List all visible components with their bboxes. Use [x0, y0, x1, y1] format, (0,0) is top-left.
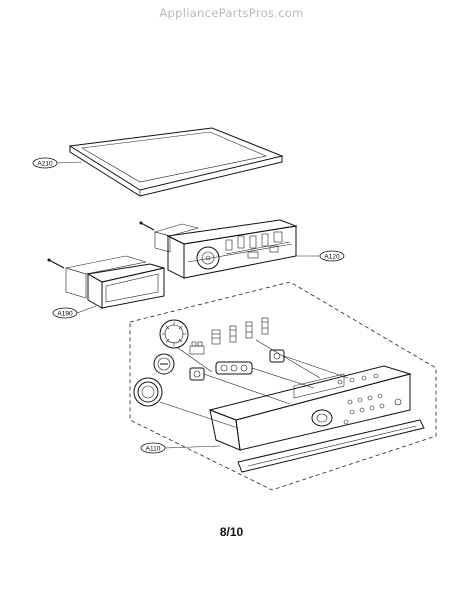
- callout-a210-label: A210: [37, 161, 53, 168]
- callout-a120-label: A120: [324, 254, 340, 261]
- watermark: AppliancePartsPros.com: [159, 6, 304, 20]
- callout-a190: A190: [52, 305, 97, 319]
- callout-a110: A110: [140, 442, 221, 454]
- control-panel-part: [133, 317, 425, 473]
- control-panel-group-outline: [129, 281, 437, 491]
- callout-a120: A120: [296, 250, 345, 262]
- top-cover-part: [68, 127, 284, 197]
- control-board-part: [139, 219, 298, 279]
- callout-a210: A210: [32, 157, 83, 169]
- dispenser-box-part: [47, 255, 165, 309]
- callout-a110-label: A110: [146, 446, 161, 453]
- page-number: 8/10: [219, 525, 244, 539]
- callout-a190-label: A190: [57, 311, 73, 318]
